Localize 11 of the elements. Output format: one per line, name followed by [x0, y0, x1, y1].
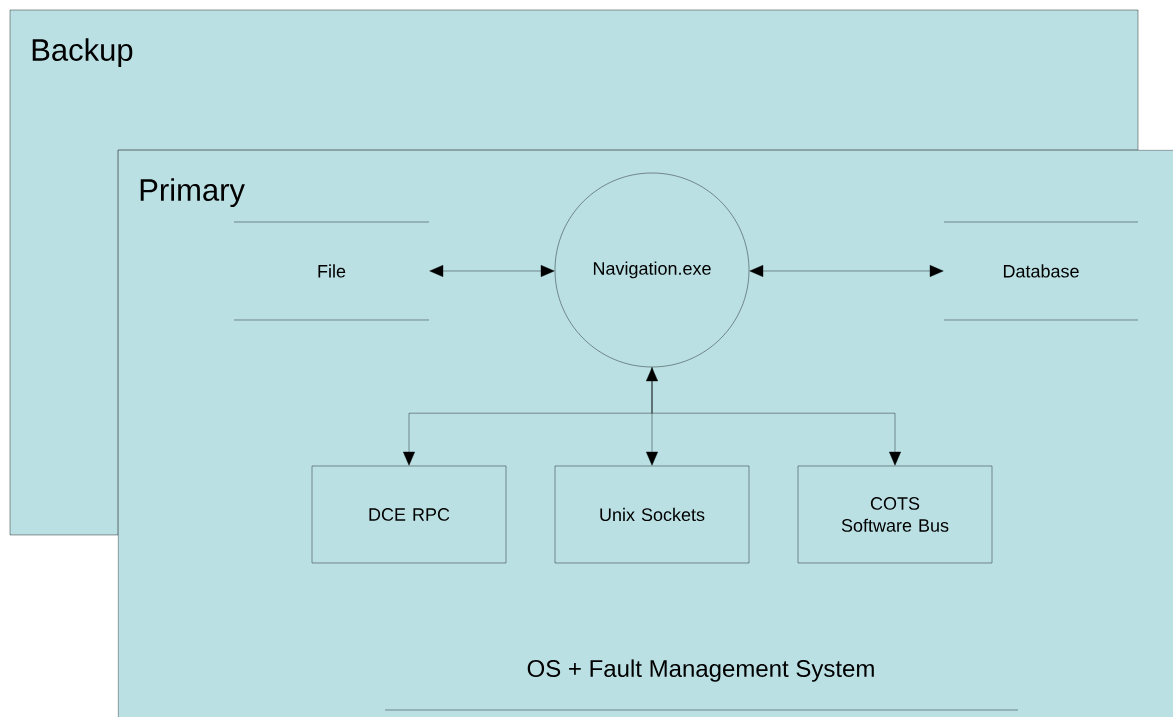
- process-box: DCE RPC: [311, 465, 507, 564]
- arrow: [749, 265, 944, 277]
- arrow: [651, 367, 901, 466]
- process-box: COTS Software Bus: [797, 465, 993, 564]
- process-box: Unix Sockets: [554, 465, 750, 564]
- caption: OS + Fault Management System: [527, 659, 874, 682]
- data-store: File: [233, 221, 430, 321]
- arrow: [646, 367, 658, 466]
- panel-title: Backup: [32, 38, 133, 68]
- data-store: Database: [943, 221, 1139, 321]
- arrow: [429, 265, 555, 277]
